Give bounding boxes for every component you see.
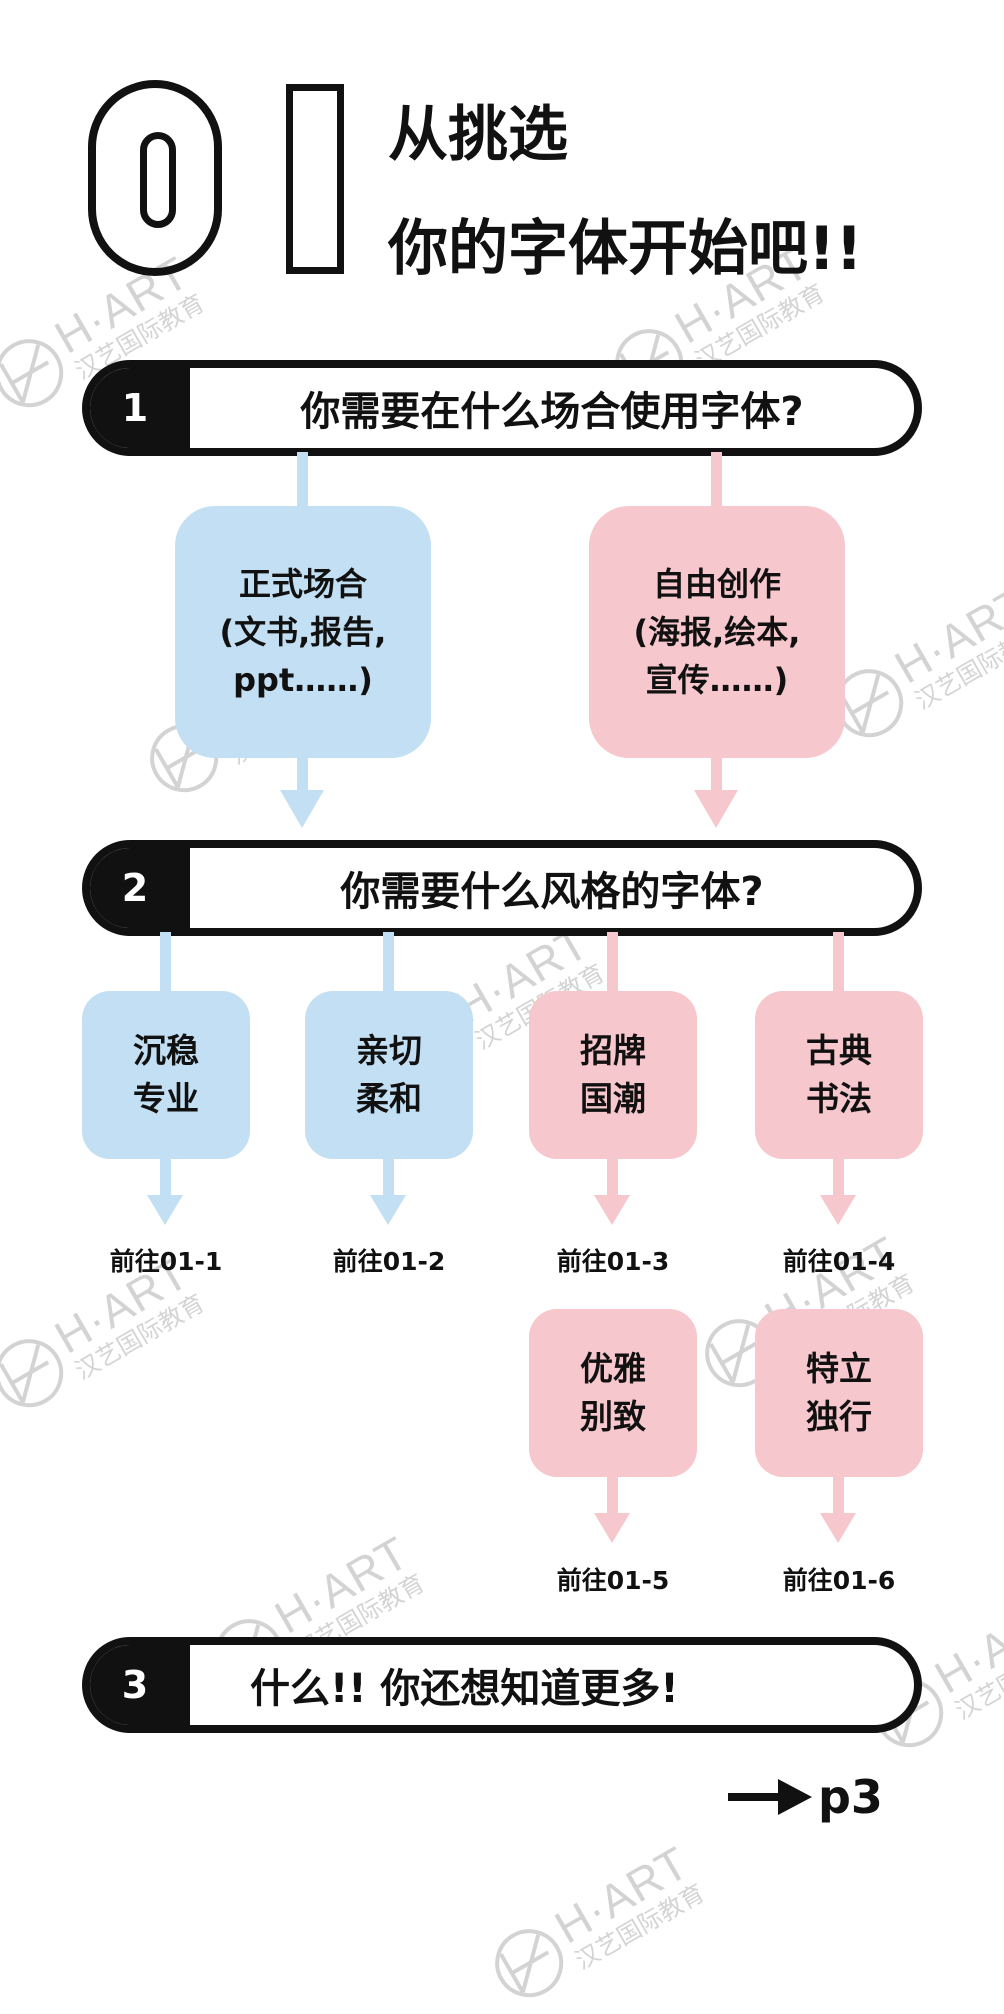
step-number: 3 <box>90 1645 190 1725</box>
down-arrow-icon <box>820 1195 856 1225</box>
connector-line <box>607 1159 618 1197</box>
style-box-classical-calligraphy[interactable]: 古典 书法 <box>755 991 923 1159</box>
style-line: 亲切 <box>356 1031 422 1071</box>
occasion-line: (文书,报告, <box>219 613 387 651</box>
title-line-2: 你的字体开始吧!! <box>388 214 863 284</box>
style-box-elegant-chic[interactable]: 优雅 别致 <box>529 1309 697 1477</box>
style-box-friendly-soft[interactable]: 亲切 柔和 <box>305 991 473 1159</box>
style-line: 沉稳 <box>133 1031 199 1071</box>
step-question: 你需要什么风格的字体? <box>340 869 764 915</box>
big-zero-outline <box>88 80 222 276</box>
next-page-link[interactable]: p3 <box>728 1770 883 1824</box>
connector-line <box>833 932 844 992</box>
next-page-label: p3 <box>818 1770 883 1824</box>
style-line: 优雅 <box>580 1349 646 1389</box>
style-line: 特立 <box>806 1349 872 1389</box>
down-arrow-icon <box>694 790 738 828</box>
down-arrow-icon <box>594 1513 630 1543</box>
watermark-brand: H·ART <box>546 1836 698 1954</box>
big-bar-outline <box>286 84 344 274</box>
goto-label[interactable]: 前往01-4 <box>782 1247 896 1276</box>
style-line: 柔和 <box>356 1079 422 1118</box>
occasion-line: ppt……) <box>233 661 373 699</box>
watermark-logo-icon <box>495 1929 564 1998</box>
watermark-subtitle: 汉艺国际教育 <box>950 1628 1004 1726</box>
watermark-brand: H·ART <box>266 1526 418 1644</box>
step-3-bar: 3 什么!! 你还想知道更多! <box>82 1637 922 1733</box>
style-line: 国潮 <box>580 1079 646 1118</box>
style-line: 古典 <box>806 1031 872 1071</box>
style-box-steady-professional[interactable]: 沉稳 专业 <box>82 991 250 1159</box>
connector-line <box>711 452 722 508</box>
style-box-unique-independent[interactable]: 特立 独行 <box>755 1309 923 1477</box>
connector-line <box>383 932 394 992</box>
watermark-logo-icon <box>0 339 64 408</box>
connector-line <box>607 932 618 992</box>
style-line: 专业 <box>133 1079 199 1118</box>
style-box-signboard-guochao[interactable]: 招牌 国潮 <box>529 991 697 1159</box>
style-line: 招牌 <box>580 1031 646 1071</box>
watermark-logo-icon <box>0 1339 64 1408</box>
connector-line <box>607 1477 618 1515</box>
step-number: 1 <box>90 368 190 448</box>
watermark-subtitle: 汉艺国际教育 <box>570 1878 710 1976</box>
watermark-subtitle: 汉艺国际教育 <box>910 618 1004 716</box>
occasion-box-formal[interactable]: 正式场合 (文书,报告, ppt……) <box>175 506 431 758</box>
watermark-brand: H·ART <box>926 1586 1004 1704</box>
connector-line <box>160 932 171 992</box>
goto-label[interactable]: 前往01-3 <box>556 1247 670 1276</box>
connector-line <box>833 1477 844 1515</box>
big-zero-inner <box>140 132 176 228</box>
step-question: 你需要在什么场合使用字体? <box>300 389 804 435</box>
down-arrow-icon <box>594 1195 630 1225</box>
occasion-line: 正式场合 <box>238 565 367 603</box>
occasion-line: 自由创作 <box>652 565 781 603</box>
goto-label[interactable]: 前往01-5 <box>556 1566 670 1595</box>
connector-line <box>297 756 308 792</box>
style-line: 书法 <box>806 1079 872 1118</box>
step-1-bar: 1 你需要在什么场合使用字体? <box>82 360 922 456</box>
title-line-1: 从挑选 <box>388 100 568 170</box>
goto-label[interactable]: 前往01-2 <box>332 1247 446 1276</box>
down-arrow-icon <box>370 1195 406 1225</box>
goto-label[interactable]: 前往01-6 <box>782 1566 896 1595</box>
step-number: 2 <box>90 848 190 928</box>
occasion-line: (海报,绘本, <box>633 613 801 651</box>
connector-line <box>160 1159 171 1197</box>
watermark-subtitle: 汉艺国际教育 <box>70 1288 210 1386</box>
step-question: 什么!! 你还想知道更多! <box>250 1666 679 1712</box>
occasion-box-creative[interactable]: 自由创作 (海报,绘本, 宣传……) <box>589 506 845 758</box>
occasion-line: 宣传……) <box>645 661 789 699</box>
connector-line <box>833 1159 844 1197</box>
connector-line <box>297 452 308 508</box>
down-arrow-icon <box>147 1195 183 1225</box>
watermark-brand: H·ART <box>886 576 1004 694</box>
connector-line <box>711 756 722 792</box>
style-line: 别致 <box>580 1397 646 1436</box>
down-arrow-icon <box>280 790 324 828</box>
step-2-bar: 2 你需要什么风格的字体? <box>82 840 922 936</box>
goto-label[interactable]: 前往01-1 <box>109 1247 223 1276</box>
connector-line <box>383 1159 394 1197</box>
down-arrow-icon <box>820 1513 856 1543</box>
style-line: 独行 <box>806 1397 872 1436</box>
right-arrow-icon <box>728 1779 812 1815</box>
